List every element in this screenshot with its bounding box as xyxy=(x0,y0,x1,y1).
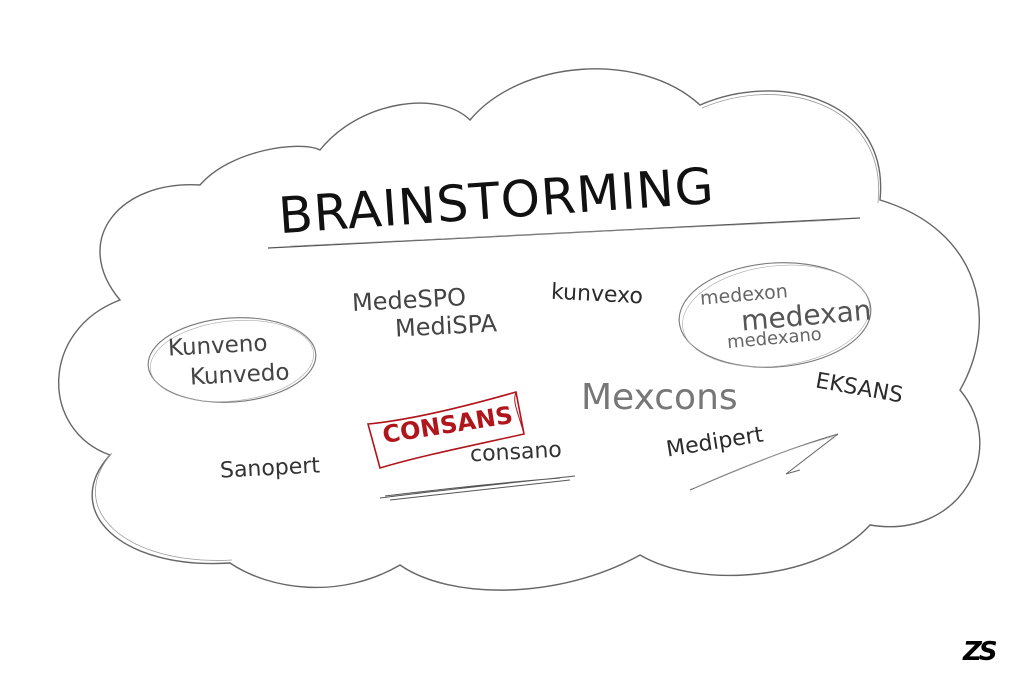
consans-scribble xyxy=(379,475,576,501)
word-kunvexo: kunvexo xyxy=(550,279,644,310)
word-mexcons: Mexcons xyxy=(581,377,738,418)
medexon-ellipse xyxy=(678,262,872,368)
cloud-outline xyxy=(58,68,981,591)
word-medispa: MediSPA xyxy=(394,309,498,343)
kunveno-ellipse xyxy=(147,317,317,403)
word-sanopert: Sanopert xyxy=(219,453,321,484)
word-consano: consano xyxy=(469,437,563,468)
word-kunveno: Kunveno xyxy=(167,330,269,362)
zs-logo: ZS xyxy=(963,637,998,667)
word-medespo: MedeSPO xyxy=(351,283,467,317)
word-kunvedo: Kunvedo xyxy=(189,359,291,391)
